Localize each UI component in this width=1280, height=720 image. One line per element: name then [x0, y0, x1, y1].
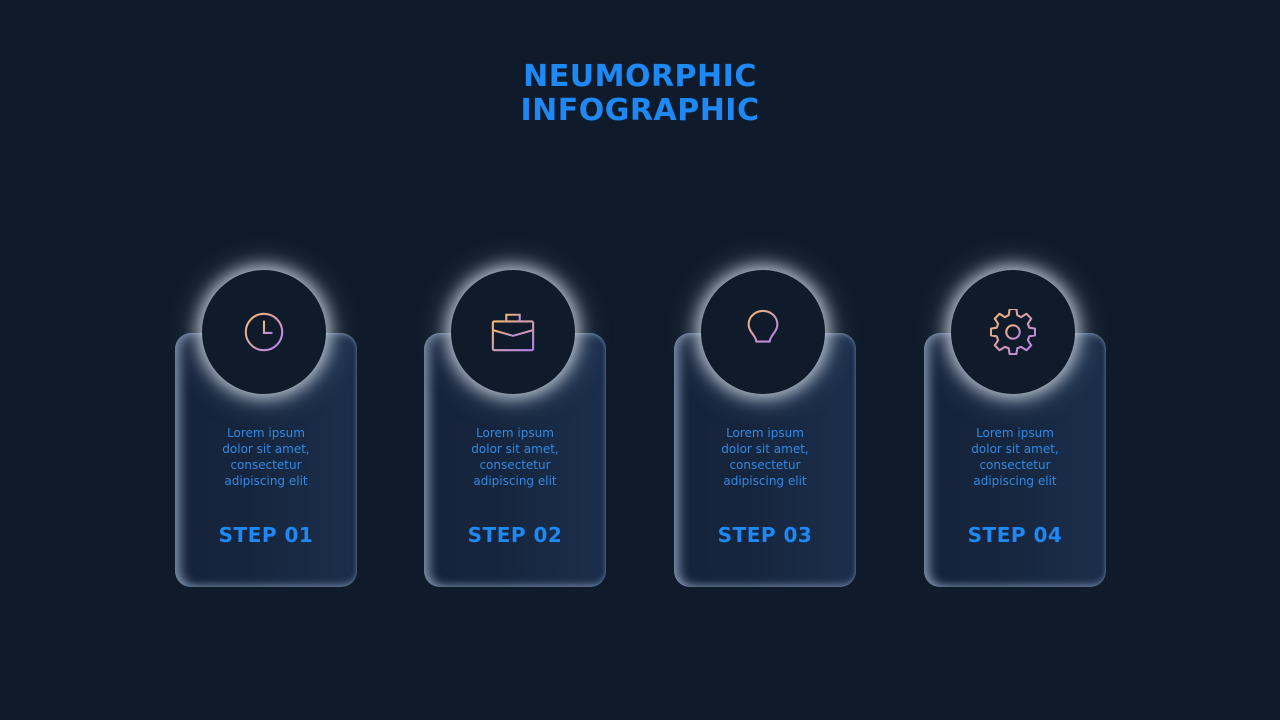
step-card-3: Lorem ipsum dolor sit amet, consectetur … [674, 270, 856, 587]
title-line-2: INFOGRAPHIC [520, 93, 760, 128]
desc-line: dolor sit amet, [971, 442, 1059, 456]
desc-line: adipiscing elit [473, 474, 557, 488]
step-label: STEP 03 [717, 523, 813, 547]
step-description: Lorem ipsum dolor sit amet, consectetur … [424, 425, 606, 489]
icon-circle [202, 270, 326, 394]
gear-icon [990, 309, 1036, 355]
step-label: STEP 02 [467, 523, 563, 547]
desc-line: dolor sit amet, [721, 442, 809, 456]
briefcase-icon [491, 313, 535, 352]
desc-line: adipiscing elit [973, 474, 1057, 488]
icon-circle [701, 270, 825, 394]
title-line-1: NEUMORPHIC [523, 59, 757, 94]
desc-line: Lorem ipsum [476, 426, 554, 440]
desc-line: consectetur [979, 458, 1051, 472]
icon-circle [951, 270, 1075, 394]
desc-line: dolor sit amet, [222, 442, 310, 456]
desc-line: Lorem ipsum [227, 426, 305, 440]
desc-line: adipiscing elit [723, 474, 807, 488]
page-title: NEUMORPHIC INFOGRAPHIC [0, 60, 1280, 128]
step-label: STEP 01 [218, 523, 314, 547]
desc-line: Lorem ipsum [726, 426, 804, 440]
step-card-4: Lorem ipsum dolor sit amet, consectetur … [924, 270, 1106, 587]
desc-line: dolor sit amet, [471, 442, 559, 456]
step-description: Lorem ipsum dolor sit amet, consectetur … [924, 425, 1106, 489]
step-description: Lorem ipsum dolor sit amet, consectetur … [674, 425, 856, 489]
desc-line: consectetur [230, 458, 302, 472]
clock-icon [244, 312, 284, 352]
lightbulb-icon [747, 309, 779, 354]
step-card-2: Lorem ipsum dolor sit amet, consectetur … [424, 270, 606, 587]
icon-circle [451, 270, 575, 394]
step-card-1: Lorem ipsum dolor sit amet, consectetur … [175, 270, 357, 587]
desc-line: consectetur [479, 458, 551, 472]
desc-line: adipiscing elit [224, 474, 308, 488]
desc-line: consectetur [729, 458, 801, 472]
step-label: STEP 04 [967, 523, 1063, 547]
desc-line: Lorem ipsum [976, 426, 1054, 440]
step-description: Lorem ipsum dolor sit amet, consectetur … [175, 425, 357, 489]
